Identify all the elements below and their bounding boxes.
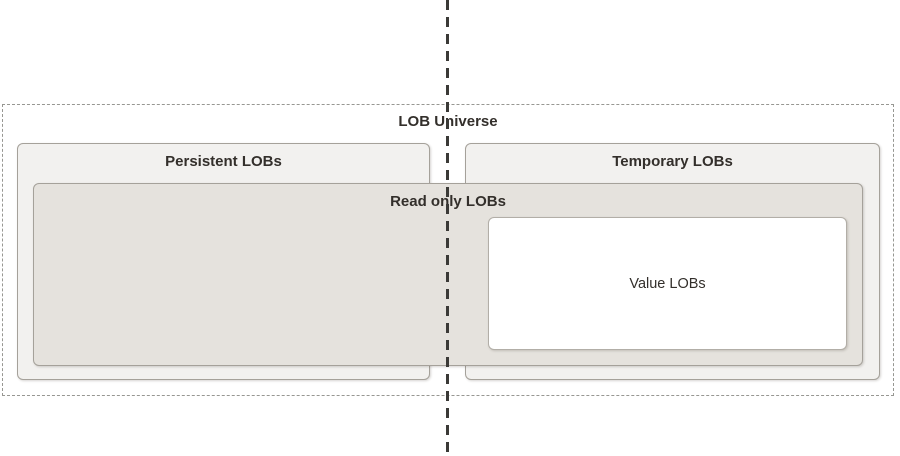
value-lobs-box: Value LOBs [488,217,847,350]
value-lobs-label: Value LOBs [629,275,706,292]
center-divider-dashed-line [446,0,449,456]
temporary-lobs-label: Temporary LOBs [612,153,733,170]
persistent-lobs-label: Persistent LOBs [165,153,282,170]
